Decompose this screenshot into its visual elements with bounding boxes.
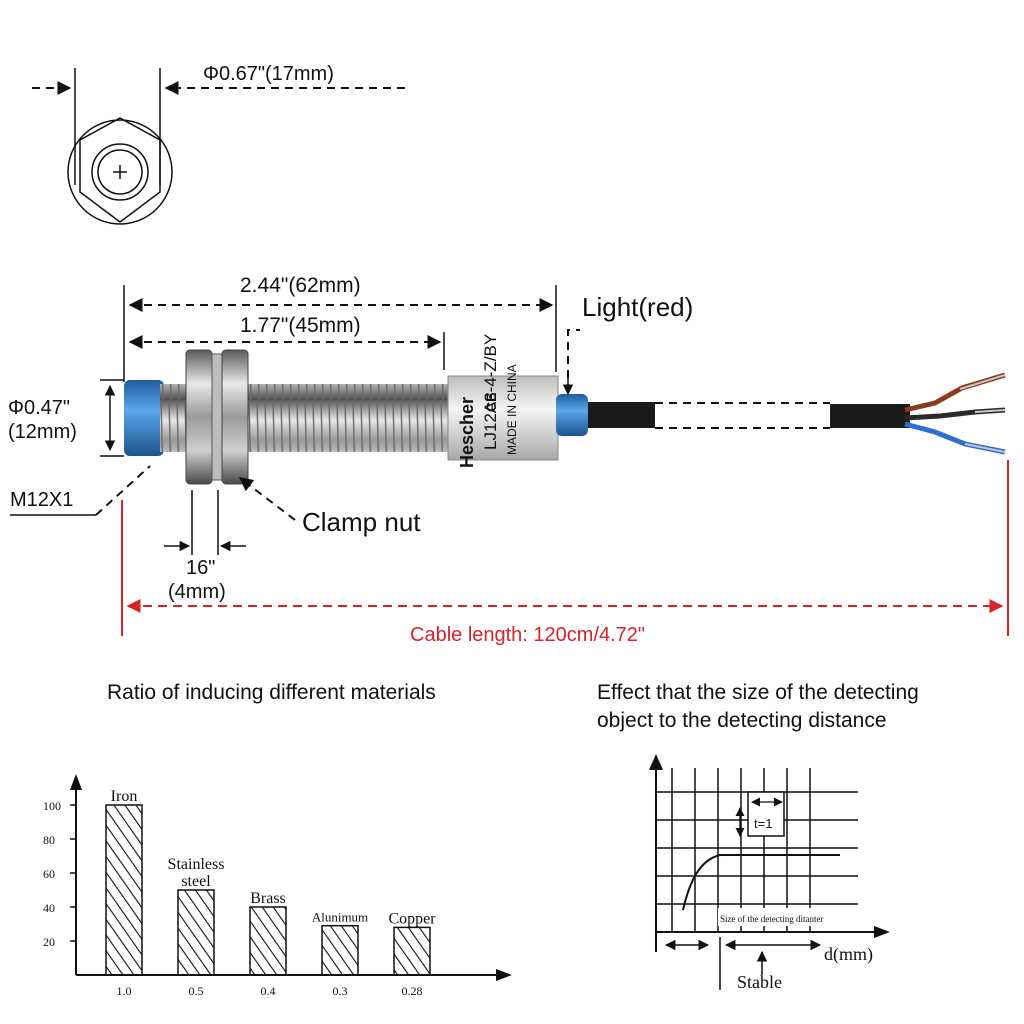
ce-mark: CE <box>483 393 499 412</box>
materials-chart: Ratio of inducing different materials 20… <box>43 681 512 998</box>
y-tick-label: 80 <box>43 833 55 847</box>
x-tick-label: 1.0 <box>117 984 132 998</box>
distance-title-line2: object to the detecting distance <box>597 709 887 732</box>
cable-segment-2 <box>830 404 910 428</box>
bar-label: Copper <box>388 910 436 927</box>
bar-label: steel <box>181 873 211 890</box>
distance-curve <box>682 854 840 911</box>
cable-length-label: Cable length: 120cm/4.72" <box>410 624 645 646</box>
bar-label: Stainless <box>168 856 225 873</box>
origin-text: MADE IN CHINA <box>505 364 519 455</box>
bar-1 <box>177 889 215 976</box>
x-tick-label: 0.28 <box>402 984 423 998</box>
sensor-face-cap <box>124 380 164 456</box>
sensor-tail-cap <box>556 394 588 436</box>
brand-text: Hescher <box>457 397 477 468</box>
label-sleeve <box>447 375 559 461</box>
sensor-side-view: 2.44"(62mm) 1.77"(45mm) Hescher LJ12A3-4… <box>8 274 1009 646</box>
clamp-nut-label: Clamp nut <box>302 507 421 537</box>
end-view: Φ0.67"(17mm) <box>32 63 405 225</box>
cable-segment-1 <box>585 402 655 428</box>
y-tick-label: 40 <box>43 901 55 915</box>
inner-size-label: Size of the detecting ditanter <box>720 914 823 924</box>
hex-nut-outline <box>79 117 161 223</box>
outer-diameter-label: Φ0.67"(17mm) <box>203 63 334 85</box>
bar-2 <box>249 906 287 976</box>
model-text: LJ12A3-4-Z/BY <box>481 334 500 450</box>
clamp-nut-2 <box>221 349 249 485</box>
bar-label: Iron <box>111 788 138 805</box>
bar-label: Alunimum <box>312 910 368 925</box>
bar-label: Brass <box>250 890 286 907</box>
blue-wire <box>904 421 1006 455</box>
distance-graph: Effect that the size of the detecting ob… <box>597 681 919 992</box>
body-diameter-label-1: Φ0.47" <box>8 397 70 419</box>
washer <box>211 353 223 481</box>
total-length-label: 2.44"(62mm) <box>240 274 361 297</box>
x-axis-label: d(mm) <box>824 944 873 965</box>
bar-0 <box>105 804 143 976</box>
y-tick-label: 60 <box>43 867 55 881</box>
distance-title-line1: Effect that the size of the detecting <box>597 681 919 704</box>
thread-length-label: 1.77"(45mm) <box>240 314 361 337</box>
bar-4 <box>393 926 431 976</box>
x-tick-label: 0.5 <box>189 984 204 998</box>
nut-width-label-2: (4mm) <box>168 581 226 603</box>
x-tick-label: 0.4 <box>261 984 276 998</box>
body-diameter-label-2: (12mm) <box>8 421 77 443</box>
t-equals-one: t=1 <box>754 816 772 831</box>
y-tick-label: 100 <box>43 799 61 813</box>
stable-label: Stable <box>737 972 782 992</box>
thread-spec-label: M12X1 <box>10 489 73 511</box>
y-tick-label: 20 <box>43 935 55 949</box>
x-tick-label: 0.3 <box>333 984 348 998</box>
clamp-nut-1 <box>185 349 213 485</box>
nut-width-label-1: 16" <box>186 557 215 579</box>
light-label: Light(red) <box>582 292 693 322</box>
materials-chart-title: Ratio of inducing different materials <box>107 681 436 704</box>
bar-3 <box>321 924 359 976</box>
